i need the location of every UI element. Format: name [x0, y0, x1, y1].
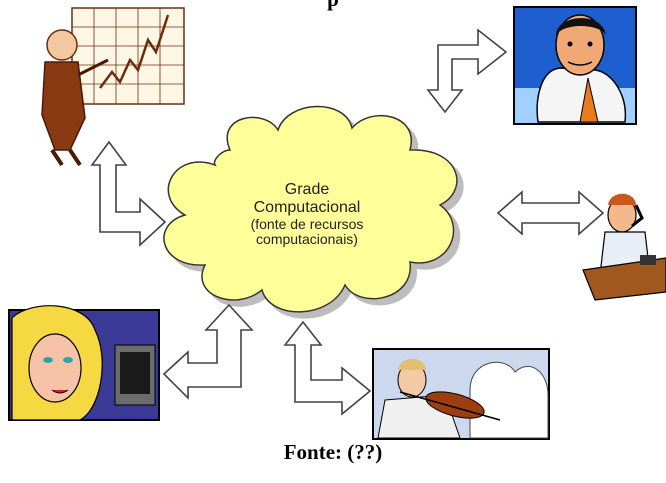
woman-computer-icon [8, 305, 160, 421]
cloud-line-3: (fonte de recursos [250, 215, 364, 232]
phone-desk-man-icon [582, 193, 666, 301]
violin-player-icon [372, 348, 550, 440]
double-arrow-top-left [90, 140, 167, 247]
cloud-shape [163, 105, 458, 313]
business-chart-man-icon [41, 7, 185, 167]
cloud-label: Grade Computacional (fonte de recursos c… [222, 181, 392, 248]
cloud-line-1: Grade [284, 181, 330, 198]
double-arrow-bottom-center [283, 320, 372, 416]
double-arrow-top-right [426, 28, 508, 114]
title-fragment: p [0, 0, 666, 12]
double-arrow-right [496, 190, 605, 236]
double-arrow-bottom-left [162, 303, 254, 400]
figure-caption: Fonte: (??) [283, 440, 383, 464]
cloud-line-2: Computacional [253, 198, 361, 216]
businessman-portrait-icon [513, 6, 637, 125]
cloud-line-4: computacionais) [256, 231, 358, 248]
